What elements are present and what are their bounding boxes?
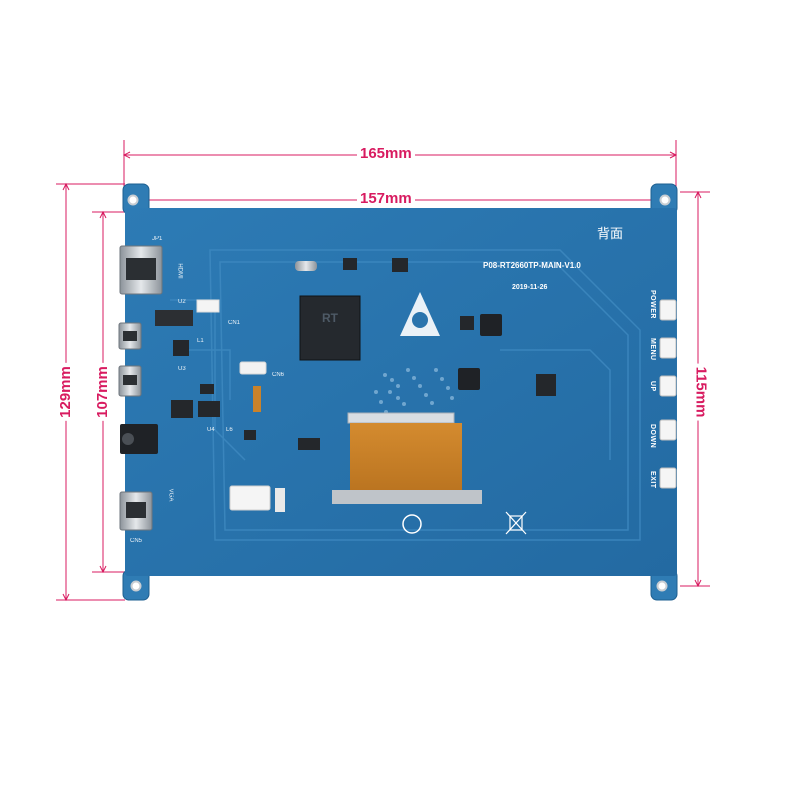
traces — [170, 249, 641, 541]
label-vga: VGA — [167, 488, 174, 502]
label-u2: U2 — [178, 299, 186, 305]
pcb-width-label: 157mm — [357, 191, 415, 207]
overall-width-label: 165mm — [357, 146, 415, 162]
lower-port — [119, 491, 153, 531]
logo-triangle — [400, 292, 440, 336]
svg-text:RT: RT — [322, 311, 339, 325]
flex-cable — [332, 412, 482, 504]
label-hdmi: HDMI — [176, 263, 183, 279]
board-date: 2019-11-26 — [512, 284, 548, 291]
audio-jack — [120, 424, 158, 454]
label-cn5: CN5 — [130, 538, 143, 544]
label-u3: U3 — [178, 366, 186, 372]
label-cn6: CN6 — [272, 372, 285, 378]
label-cn1: CN1 — [228, 320, 241, 326]
exit-button-label: EXIT — [649, 471, 656, 489]
menu-button-label: MENU — [649, 338, 656, 361]
pcb-height-label: 107mm — [94, 363, 111, 421]
pb-icon — [402, 514, 422, 534]
components: RT — [155, 258, 556, 512]
label-l1: L1 — [197, 338, 204, 344]
label-l6: L6 — [226, 427, 233, 433]
weee-icon — [505, 511, 527, 535]
label-u4: U4 — [207, 427, 215, 433]
side-buttons — [659, 299, 677, 489]
mounting-holes — [127, 194, 671, 592]
up-button-label: UP — [649, 381, 656, 392]
overall-height-label: 129mm — [57, 363, 74, 421]
hdmi-port — [119, 245, 163, 295]
board-side-label: 背面 — [597, 226, 624, 241]
pcb-board — [125, 208, 677, 576]
board-model: P08-RT2660TP-MAIN-V1.0 — [483, 261, 581, 270]
usb-ports — [118, 322, 142, 397]
right-height-label: 115mm — [692, 363, 709, 421]
label-jp1: JP1 — [152, 236, 163, 242]
power-button-label: POWER — [649, 290, 656, 319]
down-button-label: DOWN — [649, 424, 656, 449]
